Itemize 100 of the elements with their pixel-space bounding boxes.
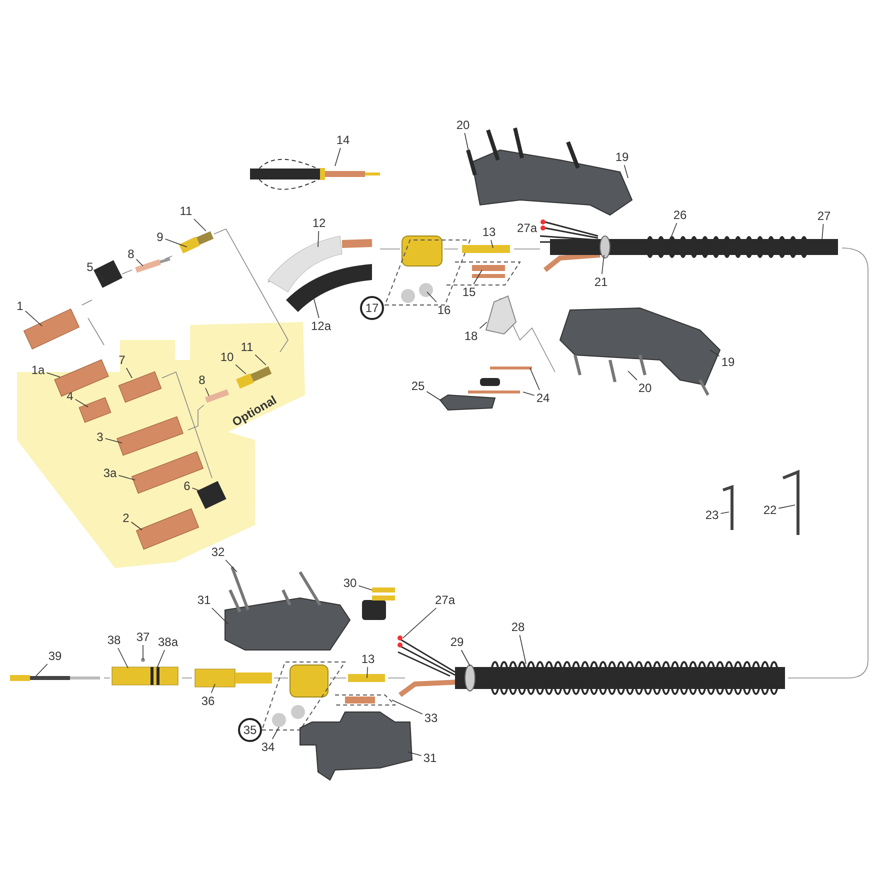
leader-line xyxy=(192,488,204,492)
callout-number: 11 xyxy=(178,204,194,218)
leader-line xyxy=(366,666,368,678)
callout-number: 7 xyxy=(118,353,126,367)
leader-line xyxy=(710,350,720,357)
leader-line xyxy=(408,752,422,756)
leader-line xyxy=(490,240,494,248)
callout-number: 1a xyxy=(30,363,46,377)
leader-line xyxy=(36,664,48,676)
callout-number: 23 xyxy=(704,508,720,522)
leader-line xyxy=(778,504,796,509)
callout-number: 15 xyxy=(461,285,477,299)
circled-callout-number: 35 xyxy=(238,718,262,742)
leader-line xyxy=(624,164,628,178)
callout-number: 1 xyxy=(16,299,24,313)
leader-line xyxy=(136,258,144,266)
leader-line xyxy=(628,370,638,380)
leader-line xyxy=(670,222,678,240)
callout-number: 10 xyxy=(219,350,235,364)
callout-number: 19 xyxy=(614,150,630,164)
callout-number: 29 xyxy=(449,635,465,649)
callout-number: 24 xyxy=(535,391,551,405)
leader-line xyxy=(118,475,136,480)
leader-line xyxy=(519,634,526,664)
leader-line xyxy=(426,292,437,302)
leader-line xyxy=(212,608,228,624)
callout-number: 13 xyxy=(481,225,497,239)
callout-number: 34 xyxy=(260,740,276,754)
leader-line xyxy=(272,726,280,740)
callout-number: 31 xyxy=(422,751,438,765)
leader-line xyxy=(104,438,122,444)
callout-number: 3 xyxy=(96,430,104,444)
callout-number: 2 xyxy=(122,511,130,525)
callout-number: 14 xyxy=(335,133,351,147)
callout-number: 31 xyxy=(196,593,212,607)
callout-number: 37 xyxy=(135,630,151,644)
leader-line xyxy=(235,364,246,374)
leader-line xyxy=(426,391,440,400)
callout-number: 36 xyxy=(200,694,216,708)
callout-number: 27 xyxy=(816,209,832,223)
leader-line xyxy=(254,354,266,366)
leader-line xyxy=(205,388,210,396)
leader-line xyxy=(822,224,824,240)
callout-number: 9 xyxy=(156,230,164,244)
callout-number: 26 xyxy=(672,208,688,222)
leader-line xyxy=(392,700,423,714)
leader-line xyxy=(118,648,128,668)
callout-number: 13 xyxy=(360,652,376,666)
leader-line xyxy=(24,310,42,326)
callout-number: 21 xyxy=(593,275,609,289)
callout-number: 20 xyxy=(455,118,471,132)
leader-line xyxy=(530,368,540,390)
callout-number: 11 xyxy=(240,340,254,354)
callout-number: 22 xyxy=(762,503,778,517)
leader-line xyxy=(46,372,60,378)
leader-line xyxy=(194,218,206,232)
leader-line xyxy=(314,298,320,318)
callout-number: 33 xyxy=(423,711,439,725)
callout-number: 19 xyxy=(720,355,736,369)
callout-number: 20 xyxy=(637,381,653,395)
callout-number: 30 xyxy=(342,576,358,590)
leader-line xyxy=(164,238,188,248)
leader-line xyxy=(402,608,437,638)
callout-number: 38 xyxy=(106,633,122,647)
callout-number: 18 xyxy=(463,329,479,343)
leader-line xyxy=(460,650,470,666)
leader-line xyxy=(479,322,488,329)
callout-number: 8 xyxy=(198,373,206,387)
callout-number: 39 xyxy=(47,649,63,663)
callout-number: 25 xyxy=(410,379,426,393)
callout-number: 28 xyxy=(510,620,526,634)
callout-number: 8 xyxy=(126,247,136,261)
leader-line xyxy=(464,132,470,158)
callout-number: 32 xyxy=(210,545,226,559)
leader-line xyxy=(720,512,730,514)
leader-line xyxy=(334,148,341,166)
callout-number: 5 xyxy=(86,260,94,274)
leader-line xyxy=(126,368,132,378)
leader-line xyxy=(142,644,144,660)
callout-number: 16 xyxy=(436,303,452,317)
leader-line xyxy=(225,560,238,572)
leader-line xyxy=(473,270,482,284)
circled-callout-number: 17 xyxy=(360,296,384,320)
callout-number: 38a xyxy=(156,635,180,649)
leader-line xyxy=(358,585,372,590)
callout-number: 12a xyxy=(310,319,332,333)
leader-line xyxy=(130,522,142,530)
leader-line xyxy=(602,254,604,274)
leader-line xyxy=(74,398,88,408)
callout-number: 12 xyxy=(311,216,327,230)
callout-number: 4 xyxy=(66,389,74,403)
leader-line xyxy=(210,684,216,694)
leader-line xyxy=(156,650,165,668)
leader-line xyxy=(522,392,535,396)
callout-number: 6 xyxy=(182,479,192,493)
callout-number: 3a xyxy=(102,466,118,480)
leader-line xyxy=(318,230,320,248)
callout-number: 27a xyxy=(516,221,538,235)
leader-line xyxy=(94,272,104,280)
callout-number: 27a xyxy=(434,593,456,607)
